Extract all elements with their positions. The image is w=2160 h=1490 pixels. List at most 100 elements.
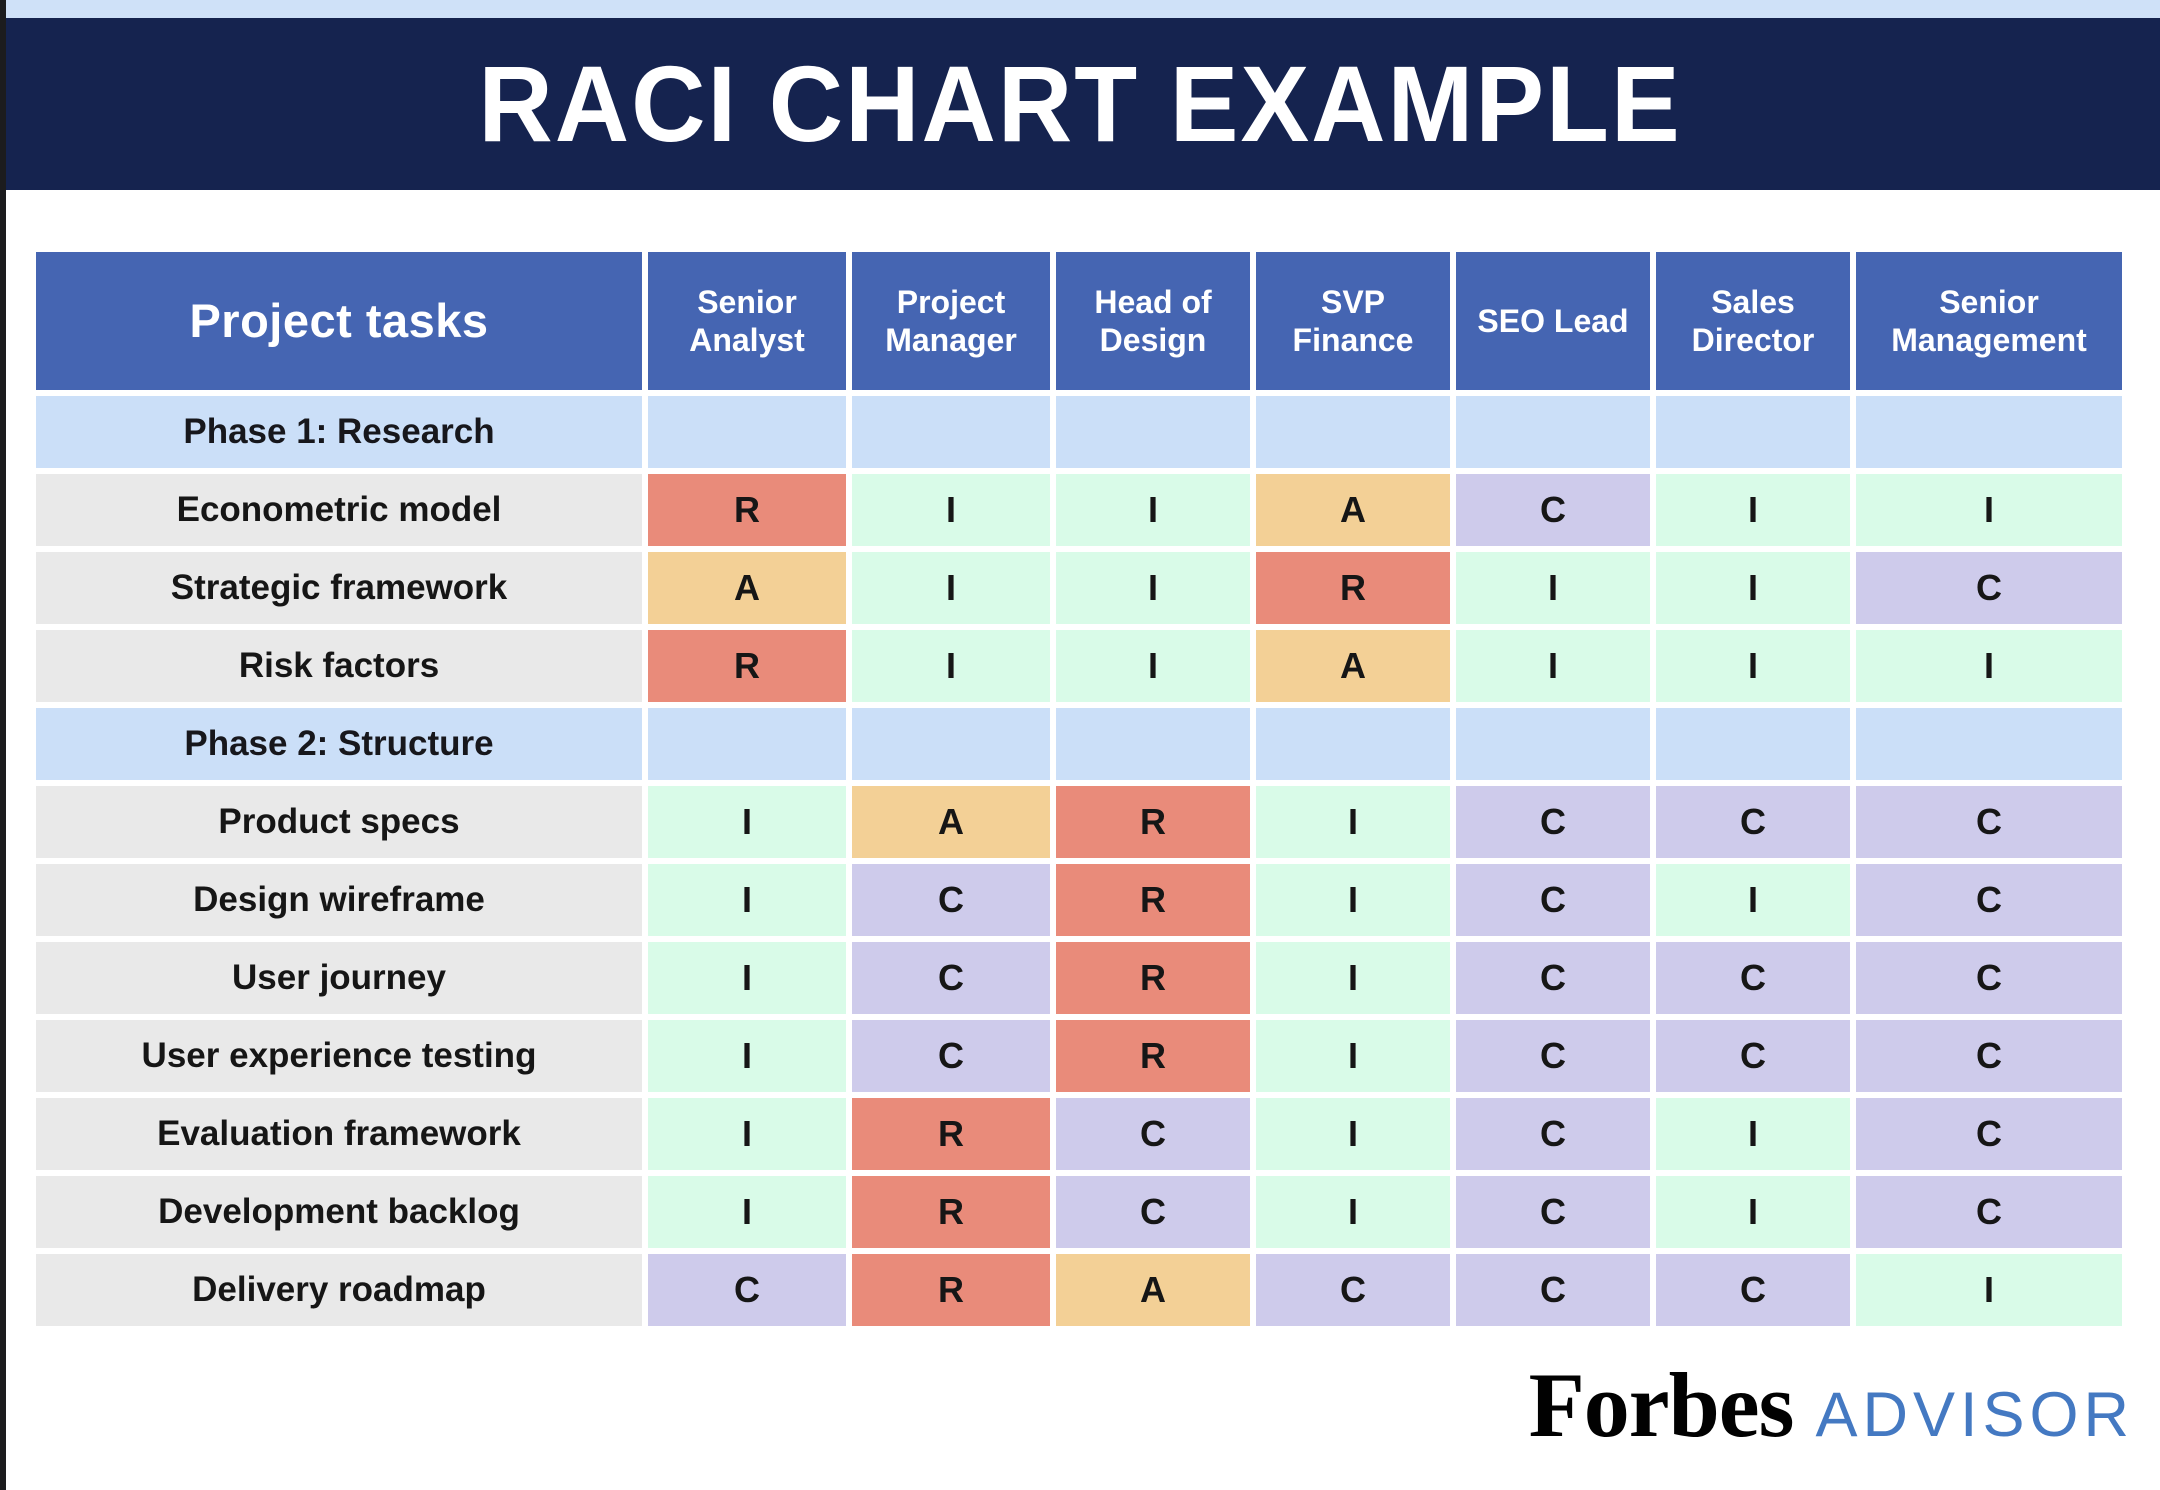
raci-cell: C [1856,1020,2122,1092]
raci-cell: I [648,786,846,858]
raci-cell: I [1256,864,1450,936]
raci-cell: I [648,1098,846,1170]
column-header: Senior Management [1856,252,2122,390]
raci-cell: C [852,942,1050,1014]
raci-cell: C [1656,1020,1850,1092]
task-row-label: Product specs [36,786,642,858]
phase-row-cell [1256,396,1450,468]
raci-cell: C [1856,786,2122,858]
raci-cell: C [1456,1176,1650,1248]
top-strip [0,0,2160,18]
raci-cell: I [1656,474,1850,546]
raci-cell: A [648,552,846,624]
raci-cell: I [1856,474,2122,546]
raci-cell: I [1056,630,1250,702]
raci-cell: I [1456,552,1650,624]
raci-cell: R [852,1254,1050,1326]
raci-cell: I [1056,552,1250,624]
raci-cell: I [1656,630,1850,702]
phase-row-label: Phase 1: Research [36,396,642,468]
raci-cell: R [852,1176,1050,1248]
phase-row-cell [1856,396,2122,468]
page-title: RACI CHART EXAMPLE [478,43,1682,164]
raci-cell: C [1256,1254,1450,1326]
raci-cell: C [1456,1254,1650,1326]
raci-cell: I [852,552,1050,624]
raci-cell: R [852,1098,1050,1170]
forbes-logo: Forbes [1528,1354,1795,1456]
raci-cell: I [1256,942,1450,1014]
raci-cell: C [1656,1254,1850,1326]
raci-cell: C [1856,1098,2122,1170]
column-header: SVP Finance [1256,252,1450,390]
raci-cell: R [1056,942,1250,1014]
phase-row-cell [1656,396,1850,468]
raci-cell: A [852,786,1050,858]
raci-cell: C [1856,1176,2122,1248]
raci-cell: C [1456,474,1650,546]
raci-cell: C [852,864,1050,936]
raci-cell: I [648,942,846,1014]
raci-cell: R [1056,1020,1250,1092]
raci-cell: I [1256,1176,1450,1248]
raci-cell: C [1456,1020,1650,1092]
raci-cell: I [1256,1020,1450,1092]
phase-row-label: Phase 2: Structure [36,708,642,780]
raci-cell: I [1656,552,1850,624]
task-row-label: Design wireframe [36,864,642,936]
left-edge-border [0,0,6,1490]
phase-row-cell [1456,396,1650,468]
raci-cell: A [1256,630,1450,702]
raci-cell: R [648,474,846,546]
raci-cell: C [648,1254,846,1326]
raci-cell: A [1056,1254,1250,1326]
column-header: Project Manager [852,252,1050,390]
raci-cell: C [1456,1098,1650,1170]
raci-cell: C [1856,552,2122,624]
raci-cell: I [852,474,1050,546]
raci-cell: I [648,864,846,936]
task-row-label: Development backlog [36,1176,642,1248]
raci-cell: C [1456,786,1650,858]
raci-cell: I [1456,630,1650,702]
raci-cell: R [1056,864,1250,936]
phase-row-cell [1656,708,1850,780]
task-row-label: Risk factors [36,630,642,702]
raci-cell: C [852,1020,1050,1092]
raci-cell: I [648,1020,846,1092]
task-row-label: Strategic framework [36,552,642,624]
task-row-label: Econometric model [36,474,642,546]
raci-cell: A [1256,474,1450,546]
brand-footer: Forbes ADVISOR [1529,1352,2134,1458]
task-row-label: Evaluation framework [36,1098,642,1170]
raci-cell: R [648,630,846,702]
raci-cell: C [1656,942,1850,1014]
phase-row-cell [852,708,1050,780]
task-row-label: User experience testing [36,1020,642,1092]
raci-cell: C [1856,942,2122,1014]
raci-cell: I [852,630,1050,702]
raci-cell: I [1056,474,1250,546]
task-column-header: Project tasks [36,252,642,390]
advisor-logo-text: ADVISOR [1815,1380,2134,1450]
raci-cell: C [1056,1098,1250,1170]
phase-row-cell [648,708,846,780]
phase-row-cell [648,396,846,468]
column-header: Senior Analyst [648,252,846,390]
title-band: RACI CHART EXAMPLE [0,18,2160,190]
column-header: Sales Director [1656,252,1850,390]
phase-row-cell [1056,396,1250,468]
phase-row-cell [1456,708,1650,780]
raci-cell: I [1856,630,2122,702]
raci-cell: R [1256,552,1450,624]
raci-cell: I [1256,786,1450,858]
phase-row-cell [852,396,1050,468]
column-header: Head of Design [1056,252,1250,390]
raci-cell: I [1656,864,1850,936]
raci-cell: I [1856,1254,2122,1326]
raci-cell: I [1656,1098,1850,1170]
task-row-label: Delivery roadmap [36,1254,642,1326]
task-row-label: User journey [36,942,642,1014]
raci-cell: I [648,1176,846,1248]
